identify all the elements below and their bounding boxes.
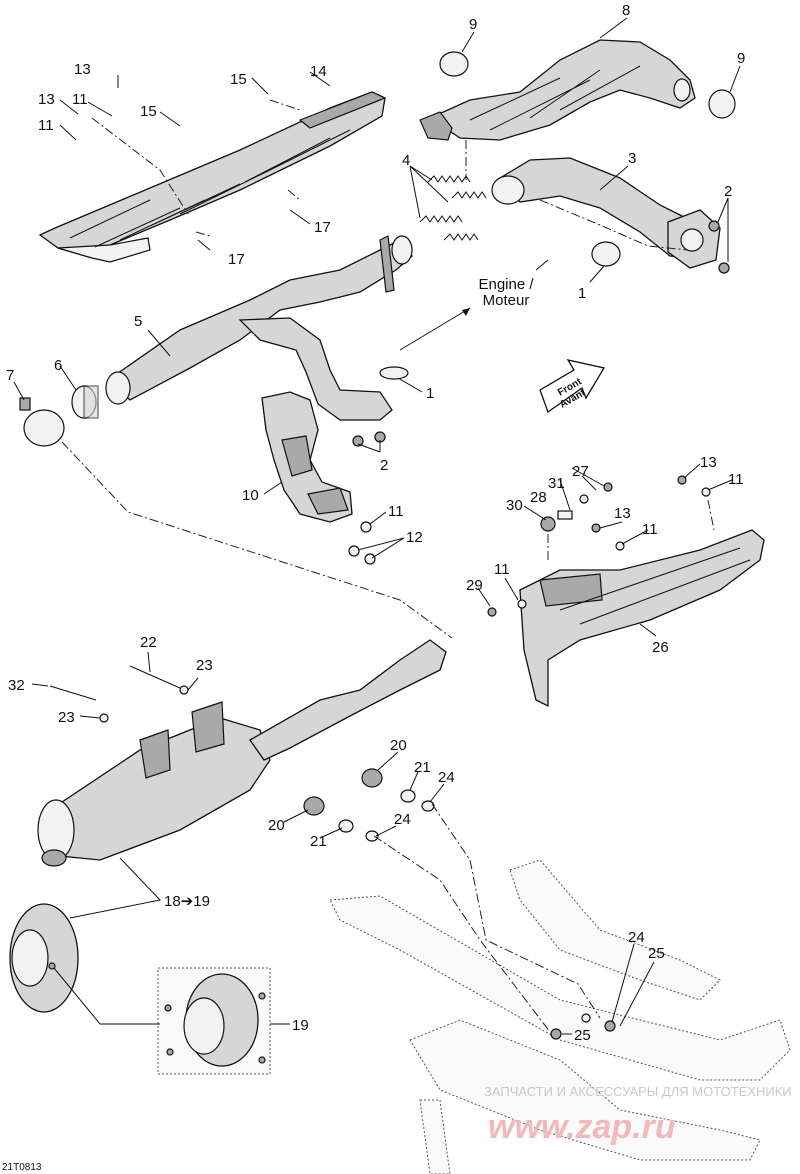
pipe-8 [419, 39, 696, 141]
callout-12: 12 [406, 529, 423, 546]
callout-13: 13 [700, 454, 717, 471]
callout-32: 32 [8, 677, 25, 694]
nuts-2-upper [708, 220, 730, 274]
callout-24: 24 [628, 929, 645, 946]
callout-23: 23 [58, 709, 75, 726]
figure-code: 21T0813 [2, 1162, 42, 1173]
callout-8: 8 [622, 2, 630, 19]
svg-text:Moteur: Moteur [483, 292, 530, 309]
callout-27: 27 [572, 463, 589, 480]
callout-6: 6 [54, 357, 62, 374]
sleeve-6 [71, 385, 99, 419]
pipe-5 [105, 235, 413, 421]
callout-11: 11 [388, 503, 404, 520]
callout-17: 17 [228, 251, 245, 268]
callout-7: 7 [6, 367, 14, 384]
washers-11-12 [348, 521, 376, 565]
callout-20: 20 [390, 737, 407, 754]
callout-13: 13 [74, 61, 91, 78]
clamp-9-right [708, 89, 736, 119]
grommets-20-21-24 [303, 768, 435, 842]
callout-21: 21 [414, 759, 431, 776]
callout-19: 19 [292, 1017, 309, 1034]
clamp-9-left [439, 51, 469, 77]
callout-29: 29 [466, 577, 483, 594]
callout-25: 25 [574, 1027, 591, 1044]
callout-11: 11 [728, 471, 744, 488]
callout-11: 11 [642, 521, 658, 538]
springs-4 [419, 175, 487, 241]
spark-arrestor-box [157, 967, 271, 1075]
svg-text:Engine /: Engine / [478, 276, 534, 293]
callout-4: 4 [402, 152, 410, 169]
gasket-1-upper [591, 241, 621, 267]
callout-28: 28 [530, 489, 547, 506]
gasket-1-lower [379, 366, 409, 380]
callout-10: 10 [242, 487, 259, 504]
callout-24: 24 [438, 769, 455, 786]
callout-18-19: 18➔19 [164, 893, 210, 910]
callout-9: 9 [469, 16, 477, 33]
callout-13: 13 [614, 505, 631, 522]
heat-shield-10 [261, 391, 353, 523]
clamp-7 [19, 397, 65, 447]
callout-1: 1 [578, 285, 586, 302]
callout-25: 25 [648, 945, 665, 962]
hardware-26 [487, 475, 711, 617]
watermark: ЗАПЧАСТИ И АКСЕССУАРЫ ДЛЯ МОТОТЕХНИКИ ww… [484, 1084, 792, 1146]
pipe-3 [491, 157, 721, 269]
callout-11: 11 [494, 561, 510, 578]
nuts-2-lower [352, 431, 386, 447]
callout-23: 23 [196, 657, 213, 674]
callout-11: 11 [72, 91, 88, 108]
callout-2: 2 [724, 183, 732, 200]
callout-26: 26 [652, 639, 669, 656]
callout-15: 15 [140, 103, 157, 120]
callout-9: 9 [737, 50, 745, 67]
assembly-lines [61, 99, 715, 1033]
heat-shield-26 [519, 529, 765, 708]
svg-text:www.zap.ru: www.zap.ru [488, 1108, 676, 1146]
callout-22: 22 [140, 634, 157, 651]
vehicle-frame [329, 859, 791, 1174]
callout-1: 1 [426, 385, 434, 402]
tip-18-19 [9, 903, 79, 1013]
callout-labels: 13 13 11 11 15 15 14 17 17 9 8 9 4 3 2 1… [6, 2, 745, 1044]
callout-5: 5 [134, 313, 142, 330]
svg-text:ЗАПЧАСТИ И АКСЕССУАРЫ ДЛЯ МОТО: ЗАПЧАСТИ И АКСЕССУАРЫ ДЛЯ МОТОТЕХНИКИ [484, 1084, 792, 1099]
engine-callout: Engine / Moteur [478, 276, 534, 309]
front-arrow: Front Avant [539, 359, 606, 414]
heat-shield-14 [38, 91, 387, 263]
callout-15: 15 [230, 71, 247, 88]
callout-21: 21 [310, 833, 327, 850]
callout-2: 2 [380, 457, 388, 474]
leader-lines [13, 17, 741, 1035]
callout-24: 24 [394, 811, 411, 828]
callout-13: 13 [38, 91, 55, 108]
callout-17: 17 [314, 219, 331, 236]
bolts-22-32 [49, 665, 189, 723]
callout-20: 20 [268, 817, 285, 834]
callout-31: 31 [548, 475, 565, 492]
muffler-18 [37, 639, 447, 867]
callout-11: 11 [38, 117, 54, 134]
callout-30: 30 [506, 497, 523, 514]
callout-14: 14 [310, 63, 327, 80]
callout-3: 3 [628, 150, 636, 167]
